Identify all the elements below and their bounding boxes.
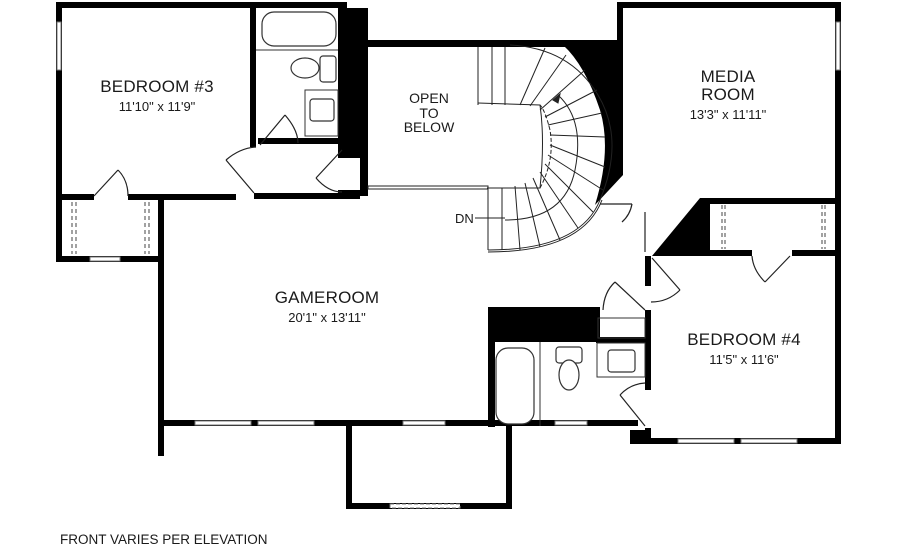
- room-name: BEDROOM #4: [687, 330, 801, 349]
- walls: [56, 2, 841, 509]
- toilet-lower: [558, 359, 580, 391]
- closet-rods: [71, 202, 826, 254]
- open-to-below-edge: [367, 185, 489, 190]
- open-line1: OPEN: [409, 90, 449, 106]
- room-dimensions: 11'10" x 11'9": [118, 98, 196, 114]
- footer-note: FRONT VARIES PER ELEVATION: [60, 532, 268, 547]
- open-line2: TO: [419, 104, 439, 121]
- bathtub-upper: [261, 11, 337, 47]
- sink-lower: [607, 349, 636, 373]
- fixtures: [256, 11, 646, 426]
- room-dimensions: 20'1" x 13'11": [288, 309, 366, 325]
- room-label-media: MEDIA ROOM 13'3" x 11'11": [690, 68, 767, 121]
- doors: [93, 114, 791, 427]
- stair-down-label: DN: [455, 211, 474, 226]
- open-line3: BELOW: [403, 119, 455, 136]
- room-name: GAMEROOM: [274, 288, 380, 307]
- room-dimensions: 11'5" x 11'6": [709, 351, 779, 367]
- open-to-below-label: OPEN TO BELOW: [404, 91, 455, 135]
- room-name-line1: MEDIA: [700, 67, 756, 86]
- spiral-stair: [475, 44, 613, 253]
- toilet-upper: [290, 57, 320, 79]
- room-name: BEDROOM #3: [100, 77, 214, 96]
- room-label-bedroom3: BEDROOM #3 11'10" x 11'9": [100, 78, 213, 113]
- room-dimensions: 13'3" x 11'11": [689, 106, 767, 122]
- windows: [56, 21, 841, 509]
- room-name-line2: ROOM: [701, 84, 755, 104]
- room-label-bedroom4: BEDROOM #4 11'5" x 11'6": [687, 331, 800, 366]
- bathtub-lower: [495, 347, 535, 425]
- room-label-gameroom: GAMEROOM 20'1" x 13'11": [275, 289, 380, 324]
